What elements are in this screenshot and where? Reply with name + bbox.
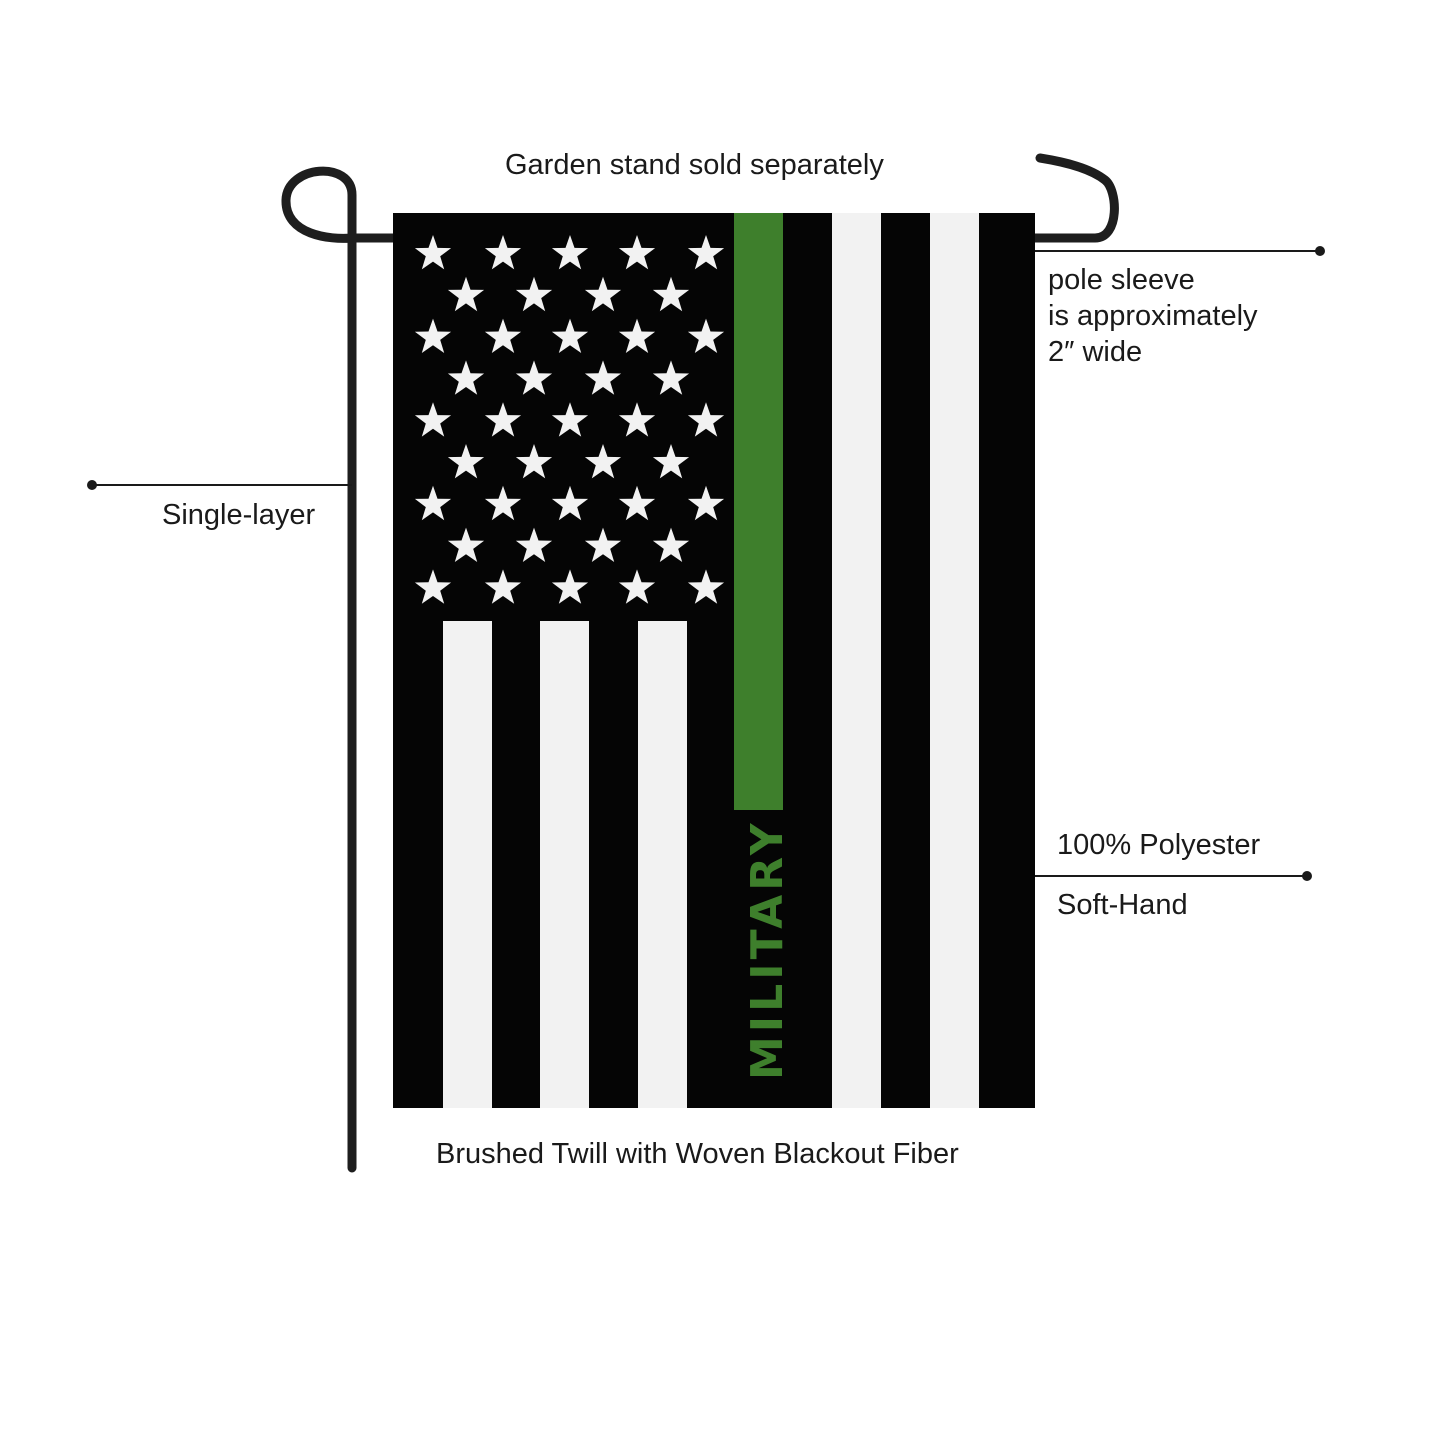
star	[484, 569, 522, 604]
star	[414, 402, 452, 437]
star	[618, 402, 656, 437]
star	[447, 527, 485, 562]
star	[484, 235, 522, 270]
star	[584, 527, 622, 562]
star	[447, 444, 485, 479]
star	[687, 402, 725, 437]
star	[551, 569, 589, 604]
fabric-note: Brushed Twill with Woven Blackout Fiber	[436, 1138, 959, 1170]
star	[618, 318, 656, 353]
white-stripe	[638, 621, 687, 1108]
star	[551, 402, 589, 437]
star	[618, 485, 656, 521]
sleeve-callout-dot	[1315, 246, 1325, 256]
star	[515, 444, 553, 479]
green-line	[734, 213, 783, 810]
star	[652, 276, 690, 312]
star	[687, 485, 725, 521]
white-stripe	[443, 621, 492, 1108]
star	[484, 402, 522, 437]
star	[652, 360, 690, 395]
star	[584, 276, 622, 312]
star	[551, 485, 589, 521]
star	[515, 527, 553, 562]
star	[687, 235, 725, 270]
star	[515, 360, 553, 395]
flag-background	[393, 213, 1035, 1108]
flag-stars	[414, 235, 725, 604]
material-note: 100% Polyester	[1057, 829, 1261, 861]
star	[652, 444, 690, 479]
white-stripe	[540, 621, 589, 1108]
flag-stripes	[443, 213, 979, 1108]
sleeve-note: pole sleeve is approximately 2″ wide	[1048, 264, 1258, 368]
star	[652, 527, 690, 562]
stand-note: Garden stand sold separately	[505, 149, 884, 181]
star	[584, 360, 622, 395]
star	[414, 235, 452, 270]
material-callout-dot	[1302, 871, 1312, 881]
white-stripe	[832, 213, 881, 1108]
star	[618, 235, 656, 270]
star	[551, 318, 589, 353]
star	[687, 318, 725, 353]
star	[515, 276, 553, 312]
star	[618, 569, 656, 604]
star	[447, 276, 485, 312]
star	[484, 318, 522, 353]
star	[414, 318, 452, 353]
star	[414, 485, 452, 521]
layer-note: Single-layer	[162, 499, 316, 531]
star	[551, 235, 589, 270]
stand-pole	[281, 153, 1119, 1173]
star	[484, 485, 522, 521]
star	[414, 569, 452, 604]
layer-callout-dot	[87, 480, 97, 490]
military-label: MILITARY	[742, 819, 793, 1080]
white-stripe	[930, 213, 979, 1108]
star	[447, 360, 485, 395]
star	[584, 444, 622, 479]
star	[687, 569, 725, 604]
hand-note: Soft-Hand	[1057, 889, 1188, 921]
